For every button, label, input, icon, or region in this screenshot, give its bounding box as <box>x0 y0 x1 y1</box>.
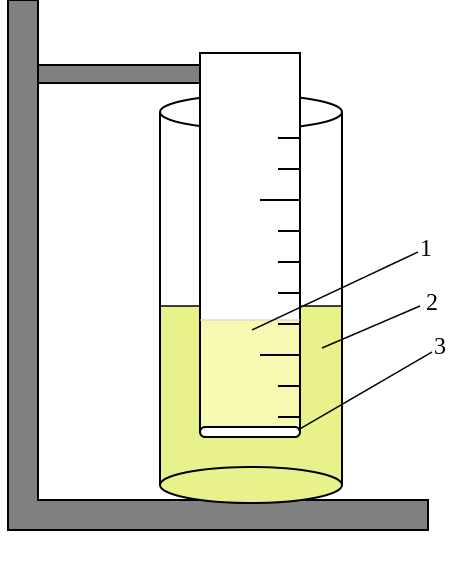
leader-line-2 <box>321 305 421 349</box>
jar-bottom-front <box>159 484 343 504</box>
stand-clamp-arm <box>37 64 201 84</box>
label-2: 2 <box>426 290 438 316</box>
tube-liquid <box>200 320 300 432</box>
tube-scale <box>260 137 300 418</box>
leader-line-3 <box>297 351 433 431</box>
stand-frame <box>7 0 429 531</box>
label-3: 3 <box>434 334 446 360</box>
leader-line-1 <box>251 251 419 331</box>
leader-lines <box>251 251 433 431</box>
tube-air <box>200 53 300 320</box>
label-1: 1 <box>420 236 432 262</box>
lab-stand <box>7 0 429 531</box>
tube-bottom-seal <box>199 426 301 438</box>
measuring-tube <box>199 52 301 438</box>
jar-bottom-back <box>159 466 343 486</box>
